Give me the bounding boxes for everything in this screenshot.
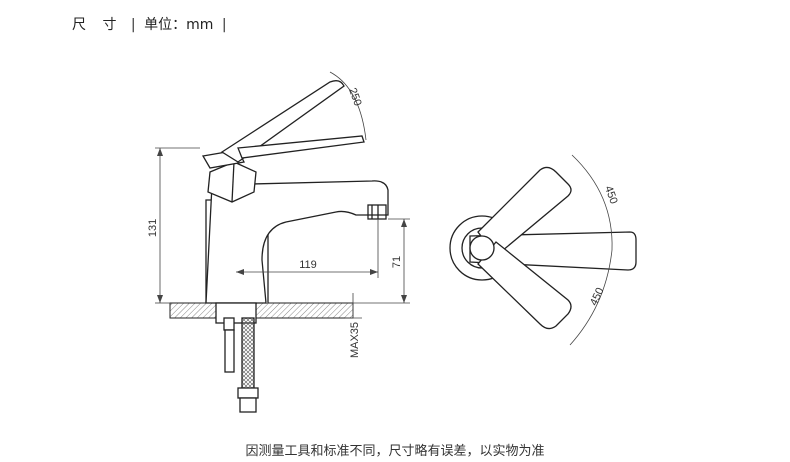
unit-label: 单位：mm [144, 17, 214, 33]
dim-height-total: 131 [147, 219, 159, 237]
lever-handle [220, 80, 345, 163]
separator-right: | [221, 17, 227, 33]
section-header: 尺 寸 | 单位：mm | [72, 14, 231, 34]
dim-lever-angle-top-2: 450 [588, 286, 607, 308]
countertop [169, 302, 354, 319]
dim-spout-height: 71 [391, 256, 403, 268]
dim-spout-reach: 119 [299, 259, 317, 271]
separator-left: | [130, 17, 136, 33]
dim-lever-angle-top-1: 450 [602, 184, 620, 205]
top-lever-down [477, 241, 572, 330]
supply-hose [241, 317, 255, 391]
footer-note: 因测量工具和标准不同，尺寸略有误差，以实物为准 [245, 444, 545, 459]
top-lever-up [477, 166, 572, 257]
side-dimension-lines [155, 71, 410, 319]
dim-max-thickness: MAX35 [349, 322, 361, 358]
side-view [169, 80, 389, 413]
side-dimension-arrows [157, 148, 407, 303]
section-title: 尺 寸 [72, 17, 123, 33]
faucet-spout [205, 180, 389, 304]
top-view [449, 166, 637, 330]
spout-aerator [367, 204, 387, 220]
dim-lever-angle-side: 250 [346, 86, 364, 107]
top-dimension-lines [569, 154, 613, 346]
